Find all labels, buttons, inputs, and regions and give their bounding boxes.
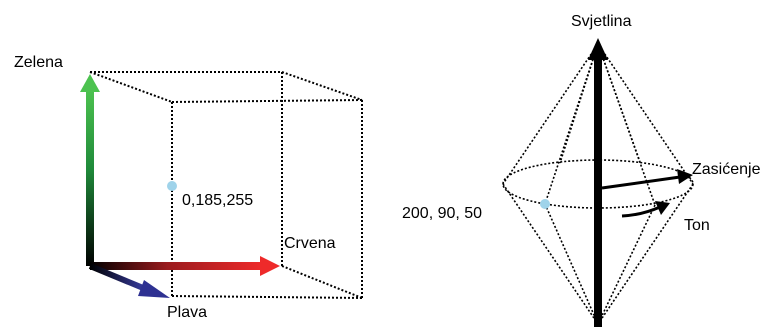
hsl-point-label: 200, 90, 50 (402, 205, 483, 222)
blue-axis-label: Plava (167, 304, 208, 321)
blue-axis-arrow (88, 263, 170, 298)
lightness-axis-label: Svjetlina (571, 13, 632, 30)
red-axis-arrow (90, 256, 280, 276)
saturation-arrow (601, 169, 693, 190)
hue-arrow (621, 201, 670, 218)
rgb-point-label: 0,185,255 (182, 192, 254, 209)
red-axis-label: Crvena (284, 235, 336, 252)
saturation-axis-label: Zasićenje (692, 161, 761, 178)
rgb-cube (80, 71, 363, 299)
green-axis-arrow (80, 74, 100, 266)
hsl-double-cone (502, 38, 694, 327)
rgb-sample-point (167, 181, 177, 191)
hue-label: Ton (684, 217, 710, 234)
green-axis-label: Zelena (14, 54, 63, 71)
lightness-axis-arrow (588, 38, 608, 327)
hsl-sample-point (540, 199, 550, 209)
